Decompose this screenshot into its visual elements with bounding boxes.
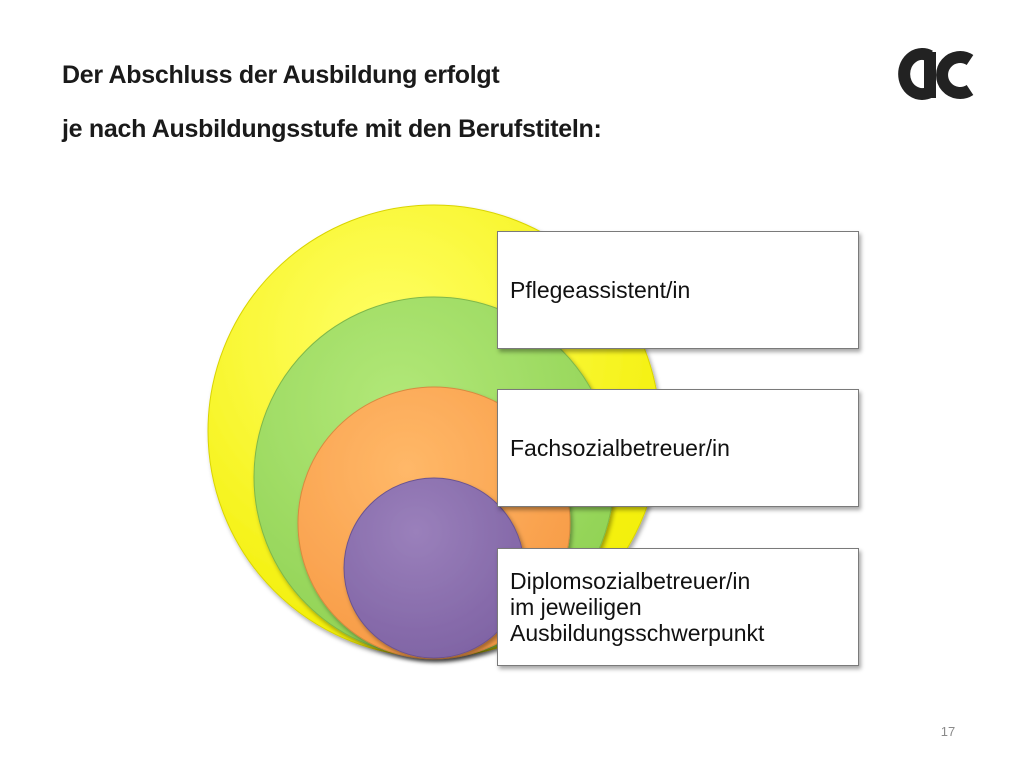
label-text-pflegeassistent: Pflegeassistent/in (510, 277, 691, 303)
page-number: 17 (940, 724, 956, 739)
label-box-fachsozialbetreuer: Fachsozialbetreuer/in (497, 389, 859, 507)
title-line-2: je nach Ausbildungsstufe mit den Berufst… (62, 115, 602, 143)
label-text-fachsozialbetreuer: Fachsozialbetreuer/in (510, 435, 730, 461)
label-box-pflegeassistent: Pflegeassistent/in (497, 231, 859, 349)
ac-logo: ac (898, 48, 974, 100)
slide-title: Der Abschluss der Ausbildung erfolgt je … (62, 58, 602, 146)
label-text-diplomsozialbetreuer: Diplomsozialbetreuer/in im jeweiligen Au… (510, 568, 765, 646)
title-line-1: Der Abschluss der Ausbildung erfolgt (62, 61, 500, 89)
label-box-diplomsozialbetreuer: Diplomsozialbetreuer/in im jeweiligen Au… (497, 548, 859, 666)
